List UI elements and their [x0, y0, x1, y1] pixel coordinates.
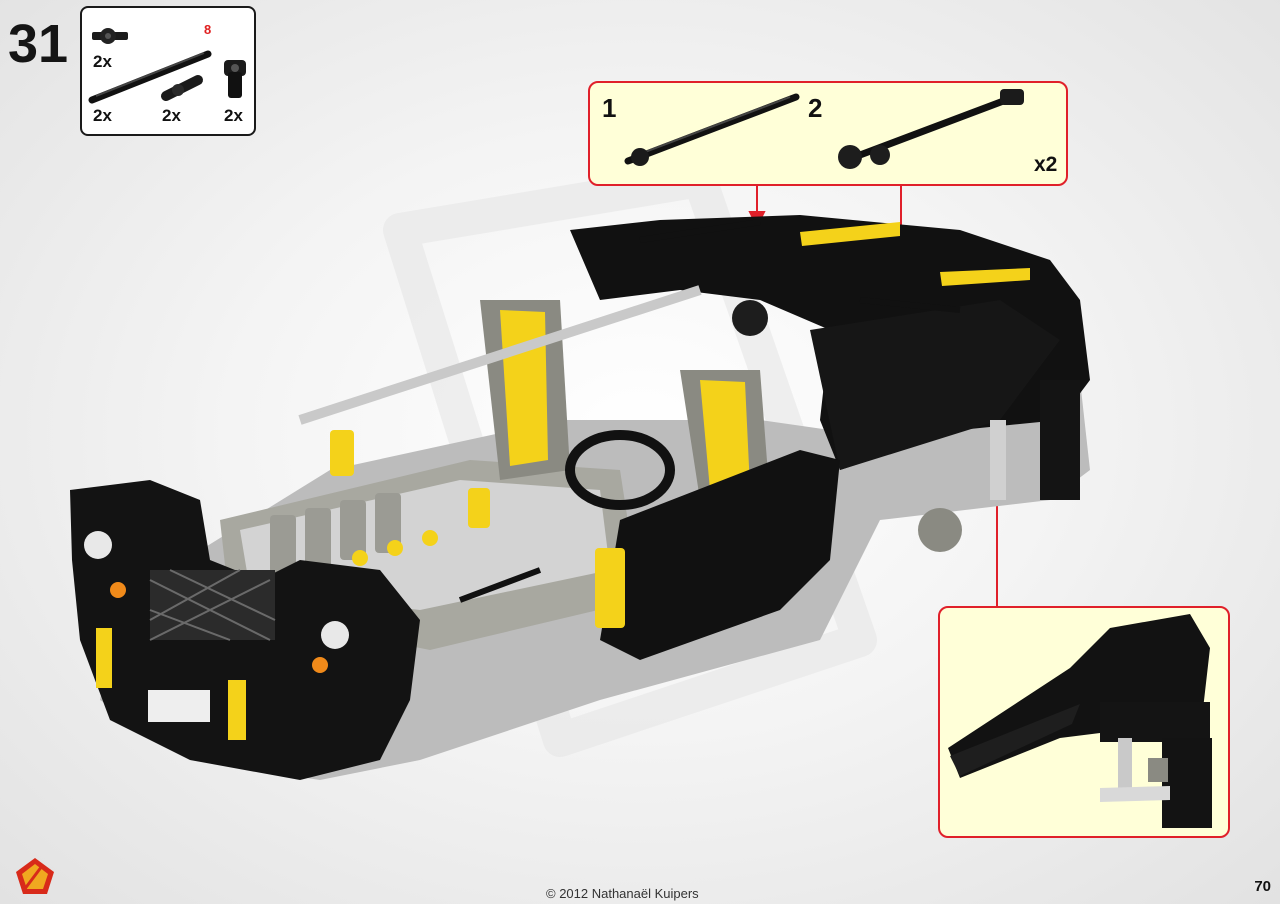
qty-axle-with-stop: 2x	[93, 52, 112, 71]
copyright-text: © 2012 Nathanaël Kuipers	[546, 886, 699, 901]
multiplier-label: x2	[1034, 153, 1058, 176]
axle-with-stop-part	[92, 28, 128, 44]
detail-illustration	[948, 614, 1212, 828]
side-panel	[600, 450, 840, 660]
suspension-parts	[298, 219, 1006, 628]
subassembly-label-2: 2	[808, 93, 823, 123]
seats	[480, 300, 770, 500]
length-mark-long-axle: 8	[204, 22, 212, 37]
step-number: 31	[8, 14, 69, 74]
rear-yellow-stripes	[800, 222, 1030, 286]
axle-pin-part	[161, 75, 203, 101]
qty-long-axle: 2x	[93, 106, 112, 125]
long-axle-part	[88, 50, 212, 104]
qty-axle-connector-angled: 2x	[224, 106, 243, 125]
steering-wheel	[565, 430, 675, 510]
page-number: 70	[1254, 878, 1271, 895]
subassembly-label-1: 1	[602, 93, 617, 123]
qty-axle-pin: 2x	[162, 106, 181, 125]
brand-logo-icon	[16, 858, 54, 894]
subassembly-2-axle	[838, 89, 1024, 169]
front-body	[70, 480, 420, 780]
parts-list-illustration	[88, 28, 246, 104]
parts-list-box: 2x 8 2x 2x 2x	[80, 6, 256, 136]
detail-callout	[938, 606, 1230, 838]
axle-connector-angled-part	[224, 60, 246, 98]
subassembly-illustration	[624, 89, 1024, 169]
subassembly-1-axle	[624, 93, 800, 166]
subassembly-callout: 1 2 x2	[588, 81, 1068, 186]
